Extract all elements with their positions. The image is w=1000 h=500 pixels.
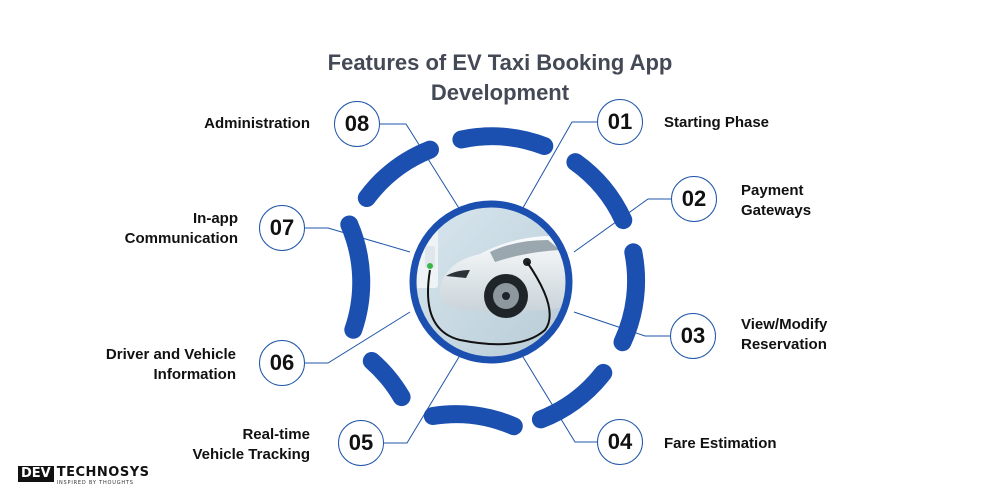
ring-segment-7 [340,215,371,339]
connector-07 [305,227,411,253]
brand-logo: DEV TECHNOSYS INSPIRED BY THOUGHTS [18,466,149,490]
logo-dev-mark: DEV [18,466,54,482]
feature-label-01: Starting Phase [664,114,770,131]
feature-number-05: 05 [338,420,384,466]
electric-car-charging-image [409,200,573,364]
ring-segment-2 [566,153,633,230]
connector-08 [380,123,463,214]
ring-segment-5 [423,405,523,436]
feature-label-04: Fare Estimation [664,435,777,452]
feature-number-01: 01 [597,99,643,145]
feature-number-03: 03 [670,313,716,359]
feature-label-06: Driver and Vehicle Information [105,346,236,383]
connector-03 [573,311,670,337]
feature-number-04: 04 [597,419,643,465]
feature-label-07: In-app Communication [124,210,238,247]
segmented-ring [340,127,646,436]
logo-tagline: INSPIRED BY THOUGHTS [56,480,134,486]
connector-04 [519,351,597,443]
ring-segment-1 [452,127,554,155]
title-line-2: Development [430,80,570,105]
title-line-1: Features of EV Taxi Booking App [327,50,673,75]
feature-label-03: View/Modify Reservation [741,316,828,353]
ring-segment-6 [362,352,411,407]
logo-wordmark: TECHNOSYS [56,465,150,480]
feature-label-02: Payment Gateways [741,182,812,219]
connector-01 [519,121,597,214]
feature-number-02: 02 [671,176,717,222]
feature-number-06: 06 [259,340,305,386]
connector-06 [305,311,411,364]
connector-lines [305,121,671,444]
feature-label-08: Administration [204,115,310,132]
feature-label-05: Real-time Vehicle Tracking [192,426,310,463]
page-title: Features of EV Taxi Booking App Developm… [300,48,700,108]
connector-02 [573,198,671,253]
feature-number-07: 07 [259,205,305,251]
ring-segment-4 [531,363,613,429]
ring-segment-8 [357,140,439,207]
ring-segment-3 [613,243,646,352]
feature-number-08: 08 [334,101,380,147]
connector-05 [384,351,463,444]
